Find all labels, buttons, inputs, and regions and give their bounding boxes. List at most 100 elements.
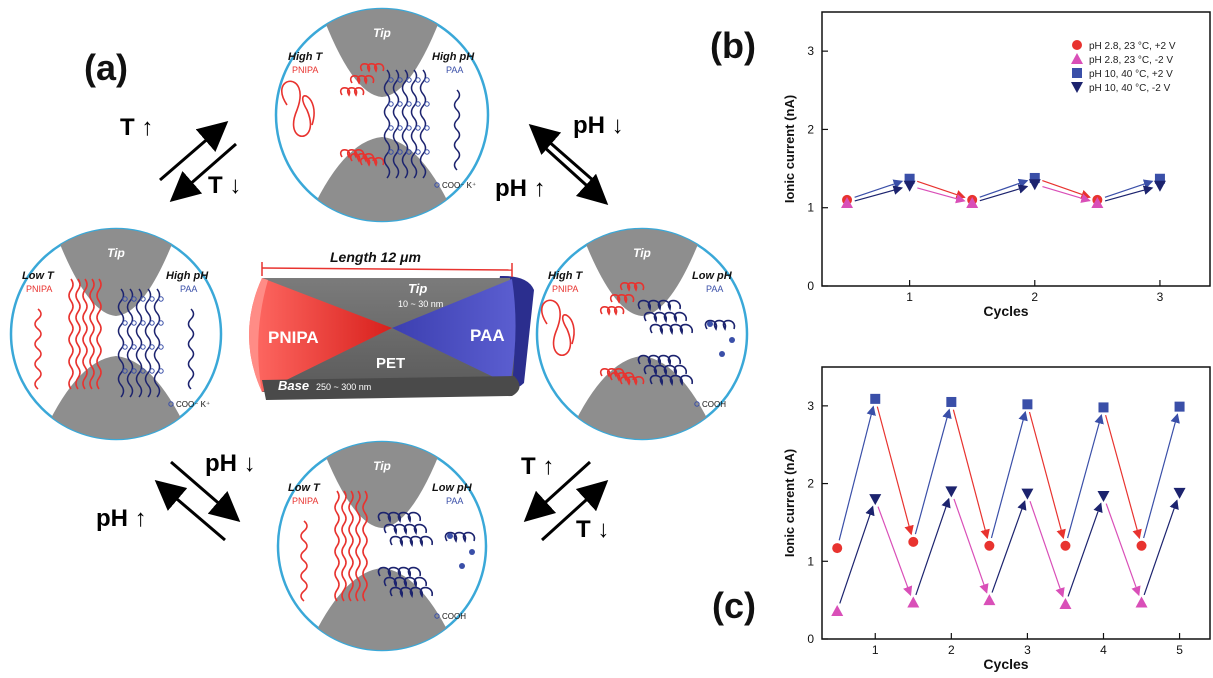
paa-chain-extended bbox=[117, 288, 125, 398]
data-point bbox=[966, 197, 979, 209]
circle-ion-label: COO⁻ K⁺ bbox=[176, 400, 210, 409]
transition-arrow bbox=[952, 409, 990, 540]
tube-tip-label: Tip bbox=[408, 281, 427, 296]
carboxylate-group bbox=[140, 296, 146, 302]
circle-paa-label: PAA bbox=[706, 284, 723, 294]
transition-bottom-right: T ↑ T ↓ bbox=[521, 453, 609, 543]
data-point bbox=[1060, 540, 1071, 551]
transition-arrow bbox=[1105, 414, 1142, 540]
legend-label: pH 10, 40 °C, +2 V bbox=[1089, 69, 1173, 80]
cooh-group bbox=[469, 549, 475, 555]
y-tick-label: 1 bbox=[807, 201, 814, 215]
data-point bbox=[945, 486, 958, 498]
data-point bbox=[1022, 399, 1033, 410]
data-point bbox=[1029, 172, 1040, 183]
transition-temp-down-label: T ↓ bbox=[208, 172, 241, 199]
paa-chain-extended bbox=[126, 288, 134, 398]
circle-ph-label: High pH bbox=[166, 270, 209, 282]
cooh-group bbox=[719, 351, 725, 357]
tube-pet-label: PET bbox=[376, 355, 405, 372]
pore-tip-bottom bbox=[567, 356, 717, 439]
paa-chain-extended bbox=[135, 288, 143, 398]
circle-tip-label: Tip bbox=[633, 246, 651, 260]
carboxylate-group bbox=[131, 296, 137, 302]
carboxylate-group bbox=[158, 320, 164, 326]
transition-arrow bbox=[990, 410, 1028, 539]
cooh-group bbox=[459, 563, 465, 569]
data-point bbox=[1136, 540, 1147, 551]
transition-arrow bbox=[839, 505, 875, 604]
cooh-group bbox=[729, 337, 735, 343]
carboxylate-group bbox=[122, 368, 128, 374]
data-point bbox=[1153, 180, 1166, 192]
carboxylate-group bbox=[397, 101, 403, 107]
transition-ph-up-label-2: pH ↑ bbox=[96, 505, 147, 532]
panel-c-label: (c) bbox=[712, 585, 756, 626]
pnipa-chain-extended bbox=[341, 490, 347, 602]
paa-legend-coil bbox=[704, 319, 736, 331]
data-point bbox=[831, 605, 844, 617]
x-tick-label: 1 bbox=[872, 643, 879, 657]
pnipa-legend-coil bbox=[281, 80, 315, 137]
pnipa-legend-coil bbox=[541, 299, 575, 356]
transition-arrow bbox=[877, 506, 913, 597]
transition-arrow bbox=[1029, 501, 1065, 598]
tube-paa-label: PAA bbox=[470, 326, 505, 345]
transition-bottom-left: pH ↓ pH ↑ bbox=[96, 450, 256, 542]
data-point bbox=[1154, 173, 1165, 184]
carboxylate-group bbox=[388, 101, 394, 107]
data-point bbox=[1135, 596, 1148, 608]
data-point bbox=[841, 197, 854, 209]
paa-chain-collapsed bbox=[643, 311, 687, 324]
paa-legend-coil bbox=[444, 531, 476, 543]
x-axis-label: Cycles bbox=[983, 656, 1028, 672]
carboxylate-group bbox=[149, 344, 155, 350]
pnipa-chain-collapsed bbox=[609, 372, 635, 382]
circle-paa-label: PAA bbox=[180, 284, 197, 294]
pnipa-chain-collapsed bbox=[619, 376, 645, 386]
data-point bbox=[1059, 598, 1072, 610]
data-point bbox=[1091, 197, 1104, 209]
circle-pnipa-label: PNIPA bbox=[552, 284, 578, 294]
data-point bbox=[832, 543, 843, 554]
circle-paa-label: PAA bbox=[446, 496, 463, 506]
carboxylate-group bbox=[397, 77, 403, 83]
paa-chain-collapsed bbox=[377, 511, 421, 524]
pnipa-chain-extended bbox=[355, 490, 361, 602]
x-tick-label: 5 bbox=[1176, 643, 1183, 657]
pore-tip-bottom bbox=[307, 137, 457, 221]
data-point bbox=[903, 180, 916, 192]
carboxylate-group bbox=[122, 296, 128, 302]
pnipa-legend-wave bbox=[34, 308, 42, 390]
carboxylate-group bbox=[131, 320, 137, 326]
pnipa-chain-collapsed bbox=[599, 306, 625, 316]
plot-frame bbox=[821, 366, 1211, 640]
carboxylate-group bbox=[149, 320, 155, 326]
transition-arrow bbox=[854, 185, 904, 202]
carboxylate-group bbox=[406, 77, 412, 83]
carboxylate-group bbox=[158, 344, 164, 350]
carboxylate-group bbox=[388, 77, 394, 83]
transition-ph-down-label: pH ↓ bbox=[573, 112, 624, 139]
data-point bbox=[983, 594, 996, 606]
legend-marker bbox=[1071, 82, 1083, 93]
pnipa-chain-extended bbox=[348, 490, 354, 602]
transition-arrow bbox=[1104, 179, 1154, 198]
pnipa-chain-collapsed bbox=[349, 75, 375, 85]
paa-chain-collapsed bbox=[383, 576, 427, 589]
pore-tip-top bbox=[320, 442, 444, 528]
legend-label: pH 10, 40 °C, -2 V bbox=[1089, 83, 1171, 94]
circle-paa-label: PAA bbox=[446, 65, 463, 75]
paa-chain-collapsed bbox=[637, 299, 681, 312]
transition-arrow bbox=[838, 405, 876, 541]
transition-arrow bbox=[1066, 413, 1104, 539]
data-point bbox=[869, 494, 882, 506]
pore-tip-bottom bbox=[307, 568, 457, 650]
transition-arrow bbox=[1143, 413, 1180, 539]
paa-legend-wave bbox=[453, 89, 461, 171]
pore-tip-top bbox=[580, 229, 704, 316]
transition-top-left: T ↑ T ↓ bbox=[120, 114, 241, 202]
